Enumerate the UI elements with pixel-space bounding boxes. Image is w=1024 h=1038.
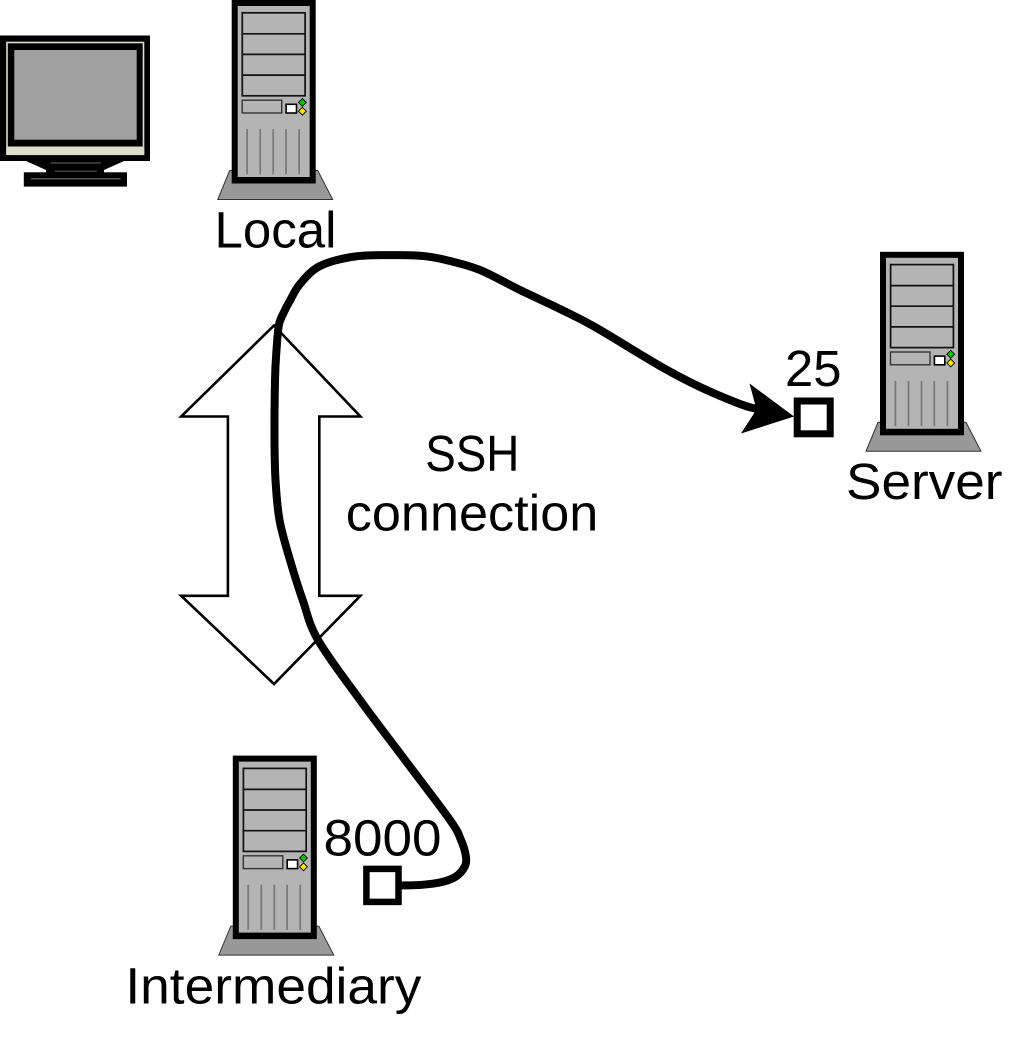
svg-text:8000: 8000	[324, 810, 442, 867]
svg-text:connection: connection	[346, 484, 599, 541]
svg-text:SSH: SSH	[425, 425, 519, 482]
svg-text:Local: Local	[215, 202, 337, 259]
svg-text:Server: Server	[846, 453, 1003, 510]
svg-text:Intermediary: Intermediary	[125, 957, 422, 1014]
svg-text:25: 25	[785, 340, 842, 397]
